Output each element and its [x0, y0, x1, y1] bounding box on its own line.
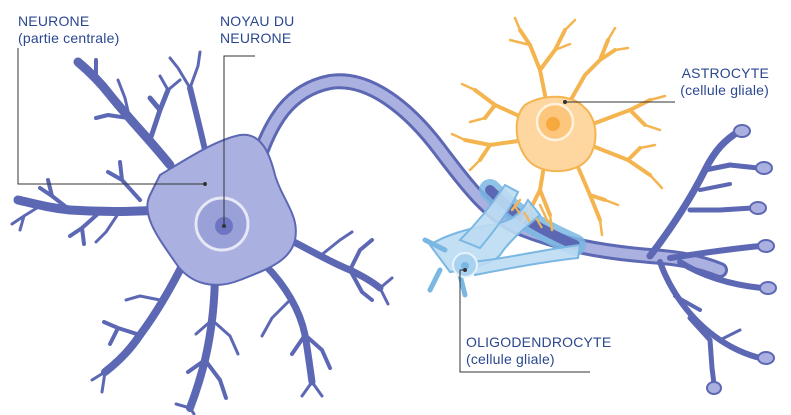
- label-astrocyte: ASTROCYTE (cellule gliale): [680, 65, 769, 99]
- label-noyau-line2: NEURONE: [220, 30, 294, 47]
- neuron-soma: [147, 135, 296, 285]
- label-oligodendrocyte: OLIGODENDROCYTE (cellule gliale): [466, 334, 611, 368]
- label-neurone: NEURONE (partie centrale): [18, 13, 119, 47]
- label-astrocyte-subtitle: (cellule gliale): [680, 82, 769, 99]
- label-neurone-subtitle: (partie centrale): [18, 30, 119, 47]
- label-noyau: NOYAU DU NEURONE: [220, 13, 294, 47]
- label-neurone-title: NEURONE: [18, 13, 119, 30]
- astrocyte-nucleus: [546, 117, 560, 131]
- label-noyau-line1: NOYAU DU: [220, 13, 294, 30]
- label-astrocyte-title: ASTROCYTE: [680, 65, 769, 82]
- label-oligodendrocyte-title: OLIGODENDROCYTE: [466, 334, 611, 351]
- label-oligodendrocyte-subtitle: (cellule gliale): [466, 351, 611, 368]
